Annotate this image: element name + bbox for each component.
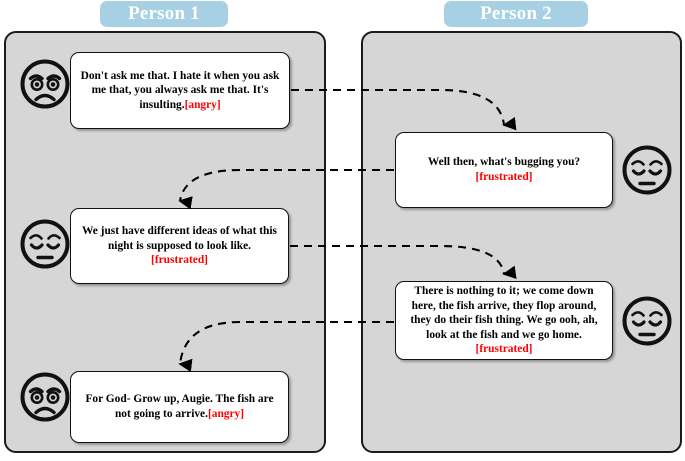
message-text-turn-5: For God- Grow up, Augie. The fish are no… [80, 392, 279, 421]
utterance-text: Well then, what's bugging you? [427, 156, 581, 169]
message-bubble-turn-4[interactable]: There is nothing to it; we come down her… [395, 281, 613, 360]
message-bubble-turn-2[interactable]: Well then, what's bugging you? [frustrate… [395, 132, 613, 208]
angry-face-icon [19, 58, 71, 110]
message-text-turn-3: We just have different ideas of what thi… [80, 224, 279, 268]
frustrated-face-icon [621, 144, 673, 196]
person-2-panel [361, 31, 682, 453]
person-2-header: Person 2 [444, 1, 588, 27]
angry-face-icon [19, 371, 71, 423]
emotion-tag: [frustrated] [151, 254, 208, 267]
utterance-text: We just have different ideas of what thi… [81, 225, 277, 252]
message-text-turn-4: There is nothing to it; we come down her… [405, 284, 603, 357]
utterance-text: Don't ask me that. I hate it when you as… [80, 69, 280, 111]
message-bubble-turn-3[interactable]: We just have different ideas of what thi… [70, 208, 289, 284]
message-text-turn-2: Well then, what's bugging you? [frustrate… [405, 155, 603, 184]
frustrated-face-icon [19, 218, 71, 270]
utterance-text: For God- Grow up, Augie. The fish are no… [85, 393, 274, 420]
emotion-tag: [frustrated] [475, 171, 533, 183]
message-text-turn-1: Don't ask me that. I hate it when you as… [80, 69, 280, 113]
frustrated-face-icon [621, 295, 673, 347]
message-bubble-turn-1[interactable]: Don't ask me that. I hate it when you as… [70, 52, 290, 129]
emotion-tag: [angry] [207, 408, 245, 420]
utterance-text: There is nothing to it; we come down her… [410, 285, 598, 341]
emotion-tag: [frustrated] [475, 343, 533, 356]
person-1-header: Person 1 [100, 1, 228, 27]
emotion-tag: [angry] [184, 98, 221, 111]
message-bubble-turn-5[interactable]: For God- Grow up, Augie. The fish are no… [70, 371, 289, 443]
